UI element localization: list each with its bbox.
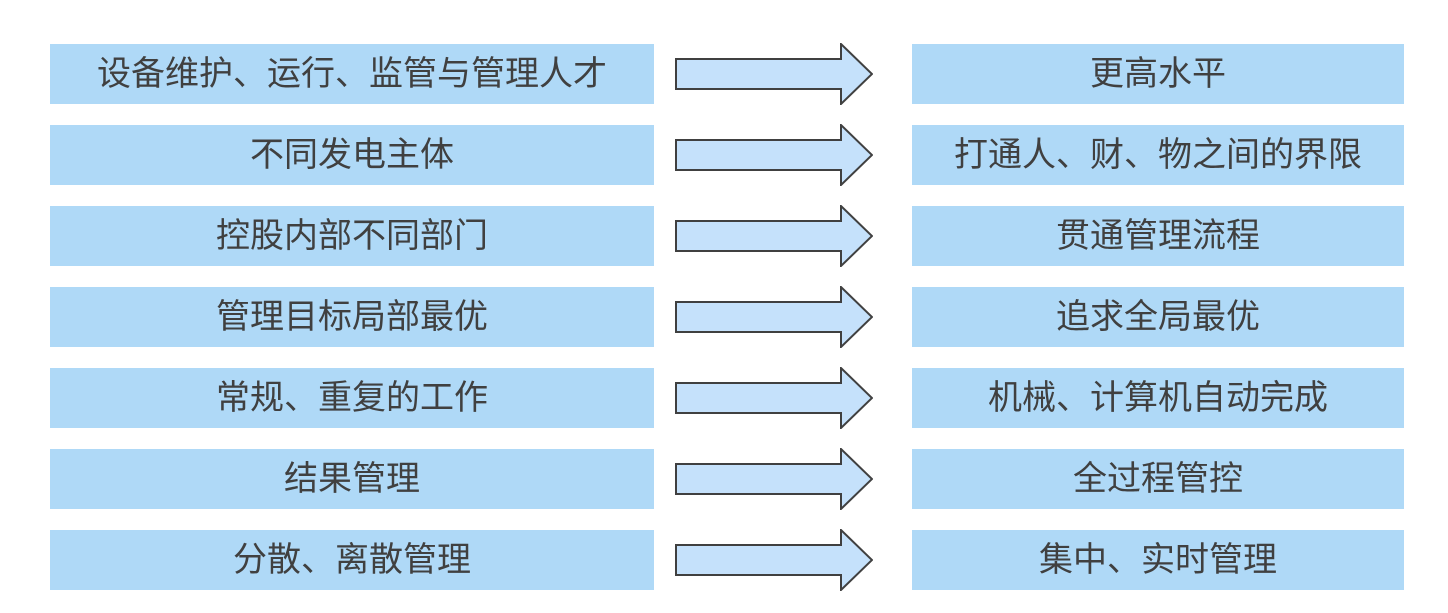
diagram-row-1: 设备维护、运行、监管与管理人才 更高水平 — [0, 43, 1448, 105]
source-box: 不同发电主体 — [50, 125, 654, 185]
target-box: 打通人、财、物之间的界限 — [912, 125, 1404, 185]
diagram-row-3: 控股内部不同部门 贯通管理流程 — [0, 205, 1448, 267]
target-box: 更高水平 — [912, 44, 1404, 104]
right-arrow-icon — [675, 124, 873, 186]
diagram-row-5: 常规、重复的工作 机械、计算机自动完成 — [0, 367, 1448, 429]
target-box: 机械、计算机自动完成 — [912, 368, 1404, 428]
diagram-row-7: 分散、离散管理 集中、实时管理 — [0, 529, 1448, 591]
diagram-row-2: 不同发电主体 打通人、财、物之间的界限 — [0, 124, 1448, 186]
source-box: 结果管理 — [50, 449, 654, 509]
right-arrow-icon — [675, 448, 873, 510]
diagram-row-6: 结果管理 全过程管控 — [0, 448, 1448, 510]
source-box: 管理目标局部最优 — [50, 287, 654, 347]
source-box: 分散、离散管理 — [50, 530, 654, 590]
target-box: 贯通管理流程 — [912, 206, 1404, 266]
right-arrow-icon — [675, 286, 873, 348]
right-arrow-icon — [675, 43, 873, 105]
target-box: 集中、实时管理 — [912, 530, 1404, 590]
right-arrow-icon — [675, 367, 873, 429]
source-box: 常规、重复的工作 — [50, 368, 654, 428]
source-box: 设备维护、运行、监管与管理人才 — [50, 44, 654, 104]
target-box: 追求全局最优 — [912, 287, 1404, 347]
diagram-row-4: 管理目标局部最优 追求全局最优 — [0, 286, 1448, 348]
right-arrow-icon — [675, 205, 873, 267]
source-box: 控股内部不同部门 — [50, 206, 654, 266]
target-box: 全过程管控 — [912, 449, 1404, 509]
right-arrow-icon — [675, 529, 873, 591]
